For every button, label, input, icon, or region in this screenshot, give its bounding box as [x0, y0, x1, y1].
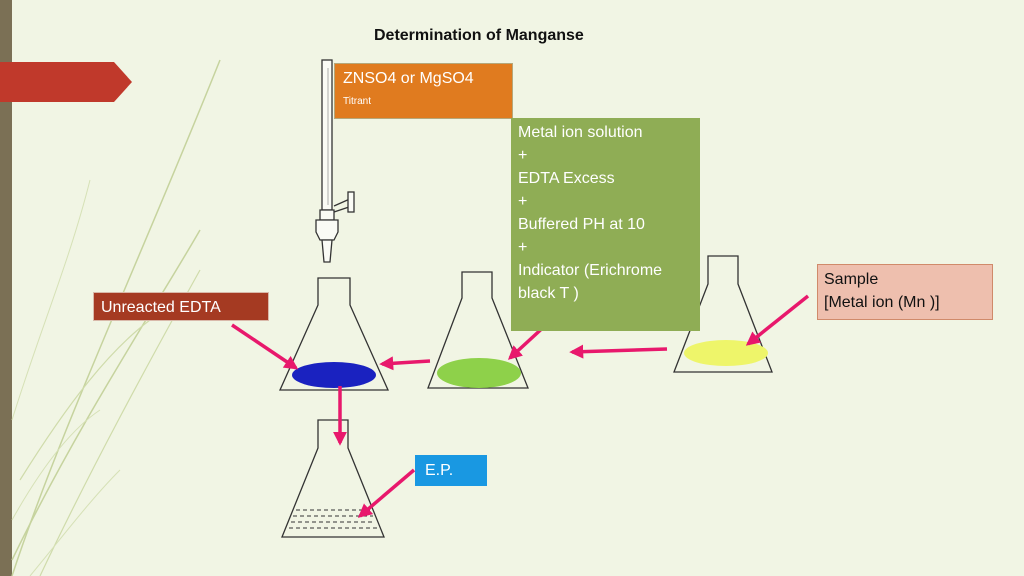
flask-reaction: [278, 277, 390, 391]
flask-sample: [673, 255, 773, 373]
arrow-green-to-blue: [379, 356, 431, 371]
burette: [315, 59, 355, 263]
metal-solution-line: +: [518, 147, 528, 164]
metal-solution-box: Metal ion solution + EDTA Excess + Buffe…: [511, 118, 700, 331]
arrow-ep-label-to-flask: [357, 468, 416, 518]
titrant-name: ZNSO4 or MgSO4: [343, 70, 474, 87]
sample-box: Sample [Metal ion (Mn )]: [817, 264, 993, 320]
metal-solution-line: Buffered PH at 10: [518, 216, 645, 233]
arrow-unreacted-to-flask: [231, 323, 299, 370]
metal-solution-line: EDTA Excess: [518, 170, 615, 187]
arrow-sample-to-green: [569, 344, 668, 359]
unreacted-edta-label: Unreacted EDTA: [93, 292, 269, 321]
arrow-banner: [0, 62, 132, 102]
flask-endpoint: [281, 419, 385, 538]
yellow-liquid: [684, 340, 768, 366]
metal-solution-line: Indicator (Erichrome: [518, 262, 663, 279]
titrant-box: ZNSO4 or MgSO4 Titrant: [334, 63, 513, 119]
blue-liquid: [292, 362, 376, 388]
metal-solution-line: black T ): [518, 285, 579, 302]
metal-solution-line: +: [518, 193, 528, 210]
metal-solution-line: +: [518, 239, 528, 256]
page-title: Determination of Manganse: [374, 27, 584, 44]
left-accent-bar: [0, 0, 12, 576]
arrow-sample-label-to-flask: [745, 294, 810, 346]
green-liquid: [437, 358, 521, 388]
endpoint-label: E.P.: [415, 455, 487, 486]
metal-solution-line: Metal ion solution: [518, 124, 643, 141]
flask-indicator: [427, 271, 529, 389]
sample-detail: [Metal ion (Mn )]: [824, 294, 940, 311]
sample-label: Sample: [824, 271, 879, 288]
titrant-label: Titrant: [343, 96, 371, 107]
